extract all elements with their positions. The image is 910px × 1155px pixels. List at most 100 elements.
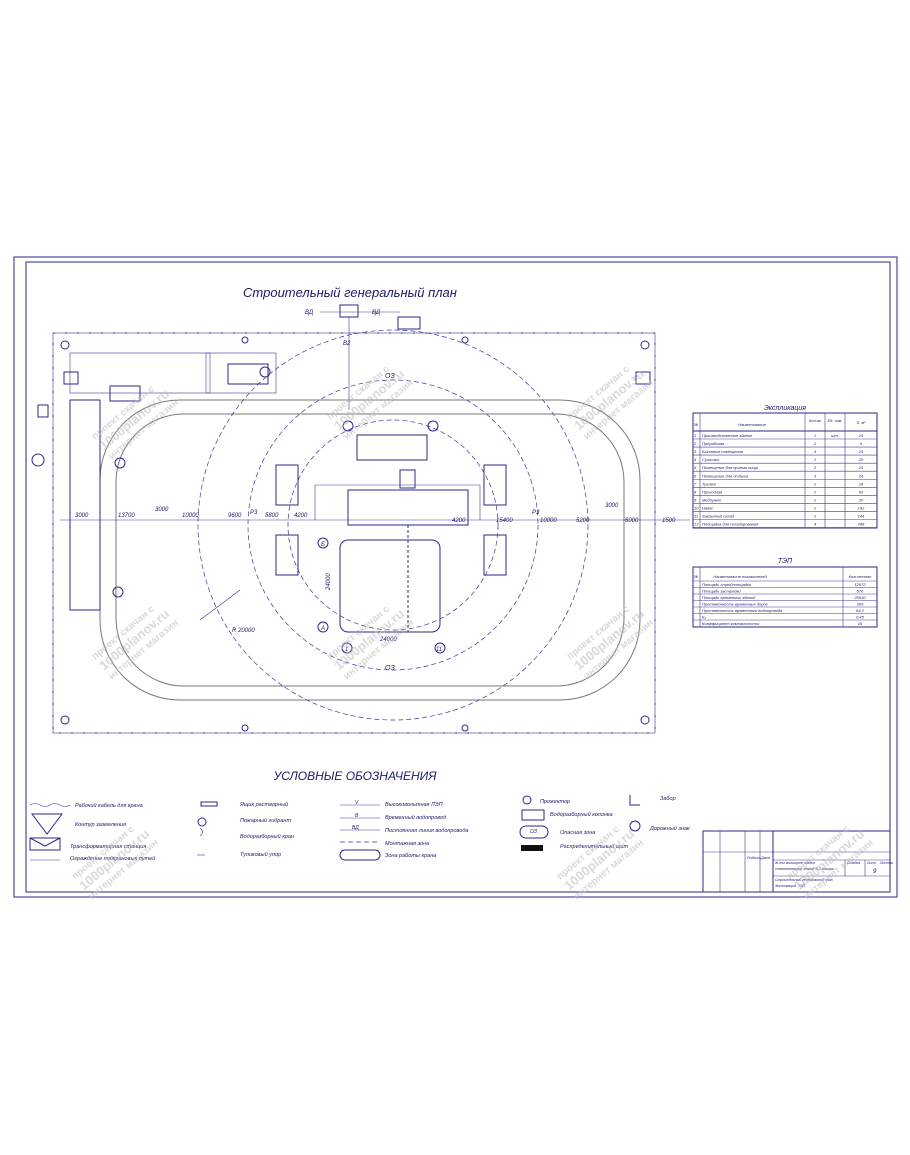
explication-cell: Туалет	[702, 481, 717, 486]
legend-label: Тупиковый упор	[240, 851, 281, 858]
explication-cell: 9	[694, 497, 697, 502]
svg-text:6000: 6000	[625, 518, 639, 524]
tep-value: 0,45	[856, 615, 865, 620]
explication-cell: Сушилка	[702, 457, 720, 462]
explication-cell: 24	[858, 465, 864, 470]
legend-title: УСЛОВНЫЕ ОБОЗНАЧЕНИЯ	[273, 769, 438, 783]
explication-cell: 1	[814, 457, 816, 462]
svg-text:ВД: ВД	[352, 825, 359, 831]
svg-text:Р3: Р3	[532, 510, 540, 516]
explication-cell: 4	[814, 522, 817, 527]
explication-cell: 24	[858, 449, 864, 454]
explication-table: Экспликация № Наименование Кол-во Ед. из…	[692, 405, 878, 529]
svg-text:15400: 15400	[496, 518, 513, 524]
legend-label: Водоразборный кран	[240, 833, 294, 840]
explication-cell: 11	[694, 514, 698, 519]
svg-text:Стадия: Стадия	[847, 861, 860, 865]
explication-cell: Медпункт	[702, 497, 722, 502]
svg-text:Подпись: Подпись	[747, 856, 761, 860]
legend-label: Ящик растворный	[239, 801, 288, 808]
svg-text:9: 9	[873, 869, 877, 875]
crane-zones: ОЗ ОЗ	[197, 329, 589, 721]
svg-text:Экспликация: Экспликация	[764, 405, 806, 412]
legend-label: Временный водопровод	[385, 814, 446, 821]
outer-frame	[13, 256, 898, 898]
legend-label: Распределительный щит	[560, 843, 628, 850]
legend-label: Высоковольтная ЛЭП	[385, 802, 443, 808]
tep-name: Площадь стройплощадки	[702, 582, 752, 587]
svg-text:ВД: ВД	[305, 310, 314, 316]
svg-text:9600: 9600	[228, 513, 242, 519]
svg-text:Наименование показателей: Наименование показателей	[713, 574, 767, 579]
legend-label: Контур заземления	[75, 822, 126, 828]
explication-cell: 10	[694, 505, 699, 510]
explication-cell: 1	[814, 433, 816, 438]
explication-cell: 7	[694, 481, 697, 486]
explication-cell: 288	[857, 522, 865, 527]
svg-text:1500: 1500	[662, 518, 676, 524]
explication-cell: 144	[858, 514, 865, 519]
svg-text:Количество: Количество	[849, 574, 873, 579]
explication-cell: 2	[813, 441, 817, 446]
explication-cell: 24	[858, 433, 864, 438]
svg-text:V: V	[355, 800, 359, 806]
explication-cell: 1	[814, 481, 816, 486]
svg-text:R 20000: R 20000	[232, 628, 255, 634]
legend-label: Ограждение подкрановых путей	[70, 855, 155, 862]
svg-text:24000: 24000	[379, 637, 397, 643]
drawing-title: Строительный генеральный план	[243, 285, 457, 300]
explication-cell: 20	[858, 457, 864, 462]
svg-text:сложноплановое здание В-1 Анка: сложноплановое здание В-1 Анкара	[775, 867, 834, 871]
explication-cell: 8	[694, 489, 697, 494]
legend-label: Зона работы крана	[385, 853, 436, 859]
tep-name: Коэффициент компактности	[702, 621, 760, 626]
explication-cell: 20	[858, 497, 864, 502]
legend-label: Опасная зона	[560, 830, 595, 836]
explication-cell: 1	[814, 514, 816, 519]
svg-text:ТЭП: ТЭП	[778, 558, 793, 565]
tep-value: 576	[857, 589, 864, 594]
legend-label: Забор	[660, 796, 676, 802]
svg-text:Строительный генеральный план.: Строительный генеральный план.	[775, 878, 834, 882]
svg-text:Б: Б	[321, 542, 325, 548]
svg-text:№: №	[694, 574, 699, 579]
svg-text:10000: 10000	[540, 518, 557, 524]
svg-text:Экспликация. ТЭП: Экспликация. ТЭП	[775, 884, 806, 888]
svg-text:В2: В2	[343, 341, 351, 347]
svg-text:5800: 5800	[265, 513, 279, 519]
svg-text:Ед. изм.: Ед. изм.	[828, 418, 843, 423]
legend-label: Водоразборный колонка	[550, 811, 613, 818]
explication-cell: 24	[858, 473, 864, 478]
explication-cell: Прорабская	[702, 441, 725, 446]
explication-cell: 1	[814, 505, 816, 510]
explication-cell: шт.	[831, 433, 839, 438]
legend-label: Дорожный знак	[649, 825, 690, 832]
legend-label: Пожарный гидрант	[240, 817, 291, 824]
tep-name: Площадь временных зданий	[702, 595, 756, 600]
explication-cell: Помещение для отдыха	[702, 473, 749, 478]
explication-cell: Бытовые помещения	[702, 449, 744, 454]
svg-text:Дата: Дата	[760, 856, 770, 860]
explication-cell: 2	[813, 489, 817, 494]
temporary-buildings	[31, 352, 651, 611]
svg-text:ОЗ: ОЗ	[385, 373, 395, 380]
site-boundary	[52, 332, 656, 734]
legend-label: Прожектор	[540, 799, 570, 805]
explication-cell: 6	[860, 441, 863, 446]
explication-cell: 18	[859, 481, 864, 486]
tep-name: Протяженность временных дорог	[702, 602, 768, 607]
legend-label: Рабочий кабель для крана	[75, 802, 143, 809]
svg-text:24000: 24000	[326, 573, 332, 591]
dimension-labels: 3000 13700 3000 10000 9600 5800 4200 420…	[75, 503, 676, 524]
explication-cell: Навес	[702, 505, 713, 510]
svg-text:5200: 5200	[576, 518, 590, 524]
svg-text:ОЗ: ОЗ	[530, 829, 537, 835]
tep-name: Протяженность временного водопровода	[702, 608, 783, 613]
explication-cell: 4	[694, 457, 697, 462]
svg-text:ВД: ВД	[372, 310, 381, 316]
svg-text:1: 1	[345, 647, 348, 653]
svg-text:Ж-ты жилищное здание: Ж-ты жилищное здание	[774, 861, 815, 865]
explication-cell: 2	[813, 465, 817, 470]
crane-and-building: 24000 24000 Б А 1 11	[314, 420, 481, 654]
legend: V В ВД ОЗ Рабочий кабель для кранаКонтур…	[29, 795, 690, 862]
